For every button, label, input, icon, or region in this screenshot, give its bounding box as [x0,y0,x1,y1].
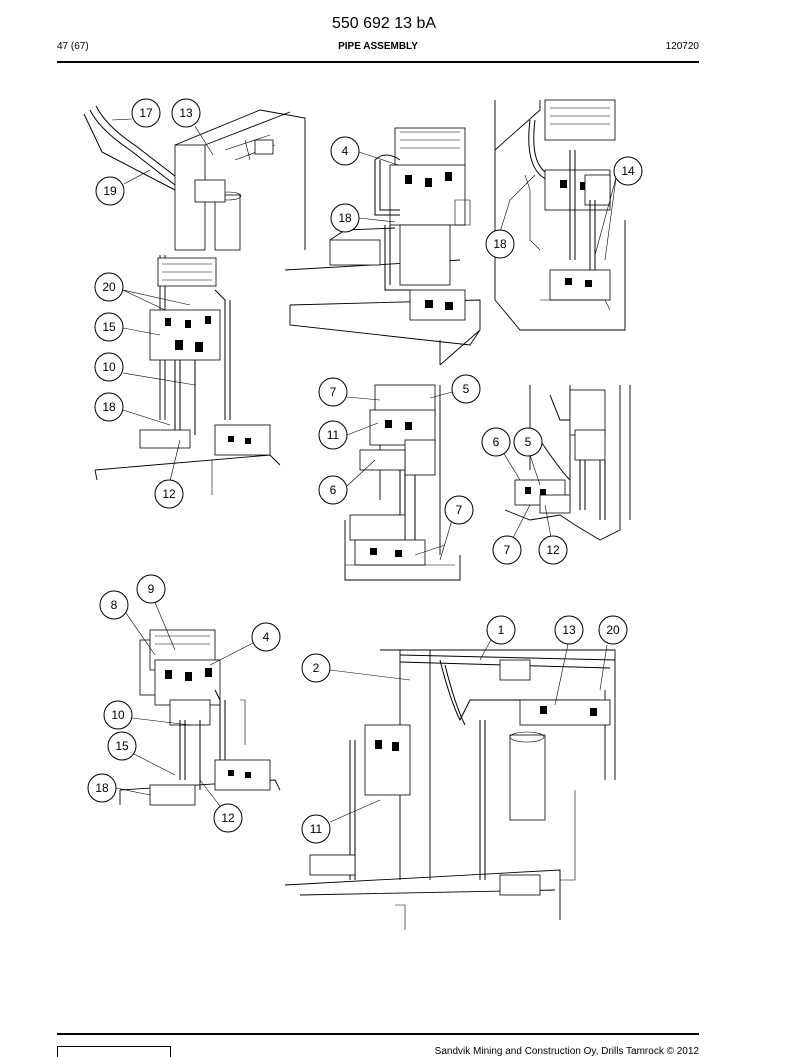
callout-12: 12 [154,479,184,509]
svg-text:2: 2 [313,661,320,675]
callout-17: 17 [131,98,161,128]
callout-15: 15 [107,731,137,761]
callout-6: 6 [318,475,348,505]
callout-14: 14 [613,156,643,186]
callout-11: 11 [318,420,348,450]
callout-13: 13 [171,98,201,128]
svg-text:20: 20 [606,623,620,637]
callout-12: 12 [538,535,568,565]
view-3 [494,99,626,331]
callout-12: 12 [213,803,243,833]
callout-18: 18 [330,203,360,233]
callout-13: 13 [554,615,584,645]
callout-8: 8 [99,590,129,620]
callout-7: 7 [492,535,522,565]
svg-text:19: 19 [103,184,117,198]
svg-text:4: 4 [263,630,270,644]
svg-text:1: 1 [498,623,505,637]
callout-15: 15 [94,312,124,342]
callout-9: 9 [136,574,166,604]
callout-7: 7 [318,377,348,407]
svg-text:10: 10 [102,360,116,374]
sandvik-logo [57,1046,171,1057]
view-7 [284,649,616,930]
svg-text:18: 18 [493,237,507,251]
svg-text:17: 17 [139,106,153,120]
page-title: PIPE ASSEMBLY [338,41,418,52]
svg-text:18: 18 [102,400,116,414]
callout-18: 18 [485,229,515,259]
svg-text:6: 6 [330,483,337,497]
svg-text:7: 7 [456,503,463,517]
callout-11: 11 [301,814,331,844]
page-number: 47 (67) [57,41,89,52]
svg-text:13: 13 [179,106,193,120]
view-2 [284,127,481,366]
svg-text:6: 6 [493,435,500,449]
date-code: 120720 [665,41,699,52]
view-4 [344,384,461,581]
svg-text:11: 11 [310,822,323,836]
view-6 [119,629,281,806]
svg-text:20: 20 [102,280,116,294]
callout-2: 2 [301,653,331,683]
callout-1: 1 [486,615,516,645]
callout-7: 7 [444,495,474,525]
callout-19: 19 [95,176,125,206]
callout-10: 10 [103,700,133,730]
svg-text:5: 5 [463,382,470,396]
footer-copyright: Sandvik Mining and Construction Oy, Dril… [434,1046,699,1057]
svg-text:13: 13 [562,623,576,637]
svg-text:5: 5 [525,435,532,449]
svg-text:18: 18 [95,781,109,795]
svg-text:12: 12 [162,487,176,501]
callout-5: 5 [513,427,543,457]
callout-10: 10 [94,352,124,382]
svg-text:15: 15 [115,739,129,753]
callout-18: 18 [87,773,117,803]
document-number: 550 692 13 bA [331,15,437,32]
svg-text:10: 10 [111,708,125,722]
svg-text:15: 15 [102,320,116,334]
header-rule [57,61,699,63]
callout-4: 4 [330,136,360,166]
svg-text:7: 7 [504,543,511,557]
svg-text:12: 12 [546,543,560,557]
callout-20: 20 [94,272,124,302]
view-1 [83,105,306,495]
view-5 [504,385,631,541]
callout-5: 5 [451,374,481,404]
callout-20: 20 [598,615,628,645]
svg-text:7: 7 [330,385,337,399]
svg-text:8: 8 [111,598,118,612]
callout-18: 18 [94,392,124,422]
footer-rule [57,1033,699,1035]
svg-text:12: 12 [221,811,235,825]
svg-text:9: 9 [148,582,155,596]
svg-text:11: 11 [327,428,340,442]
leader-lines [111,118,617,823]
callout-4: 4 [251,622,281,652]
svg-text:4: 4 [342,144,349,158]
svg-text:14: 14 [621,164,635,178]
callout-6: 6 [481,427,511,457]
svg-text:18: 18 [338,211,352,225]
